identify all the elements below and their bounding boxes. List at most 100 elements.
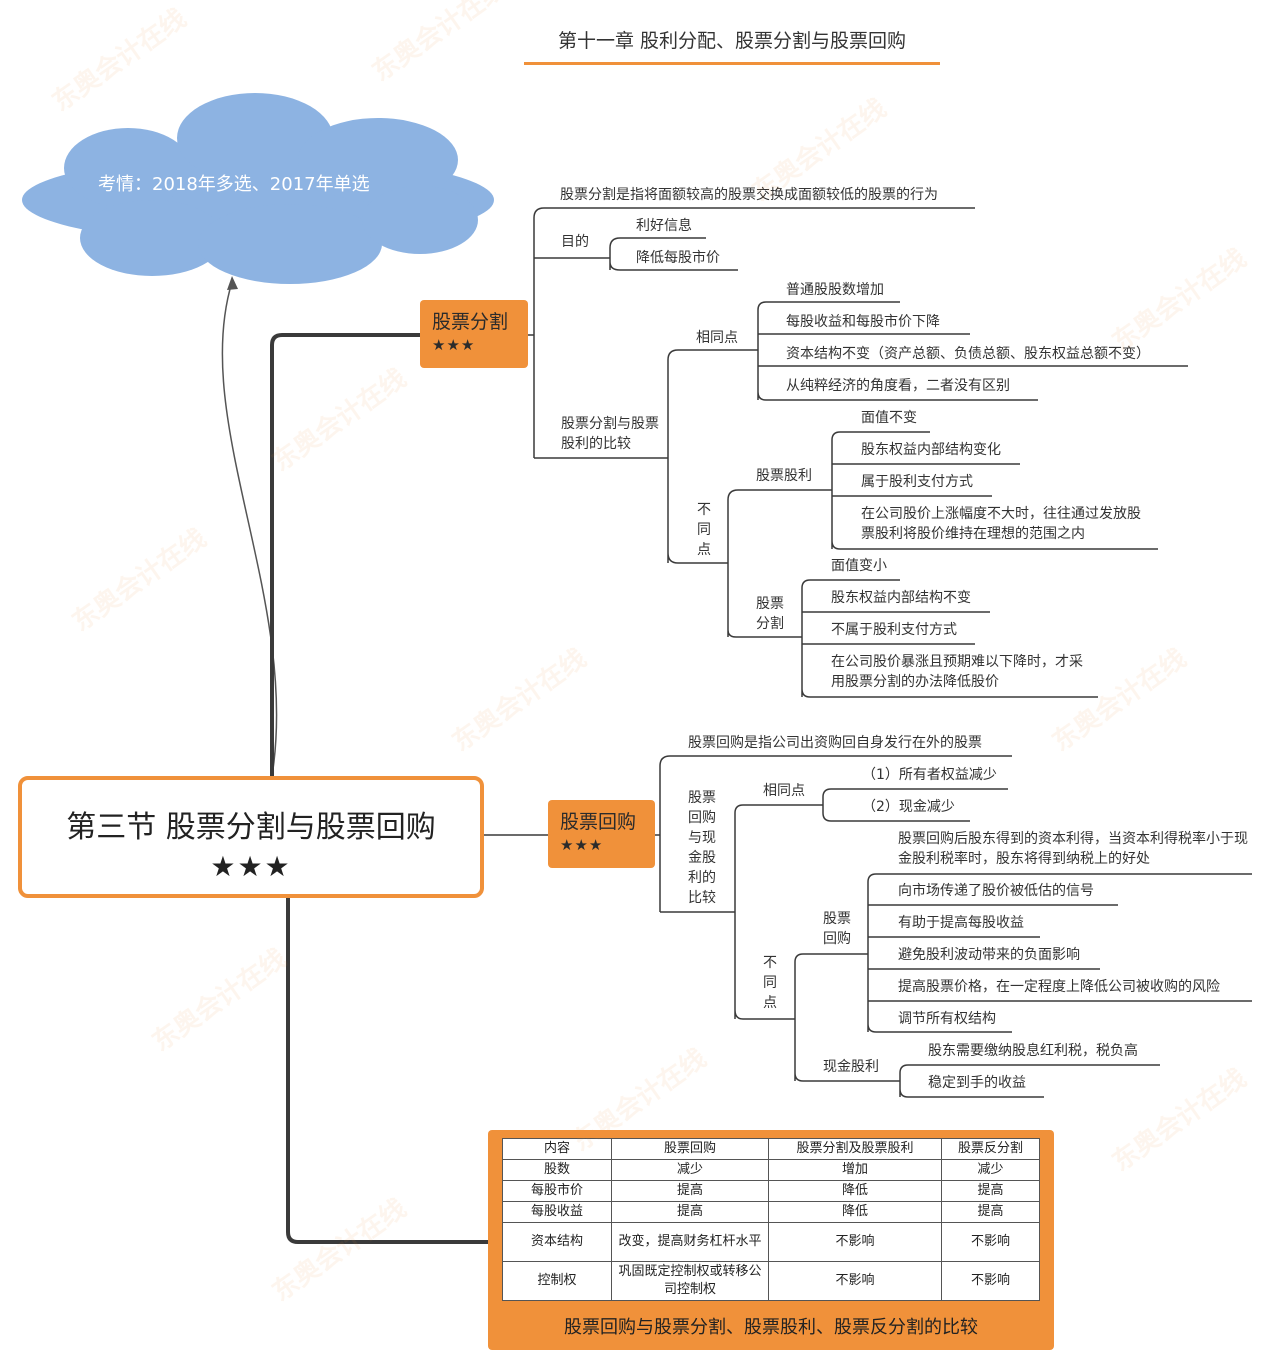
- table-cell: 股数: [502, 1159, 612, 1181]
- split-comparison-connector: [534, 349, 758, 564]
- repurchase-advantage-item: 向市场传递了股价被低估的信号: [898, 883, 1094, 899]
- split-purpose-item: 降低每股市价: [636, 250, 720, 266]
- chapter-title: 第十一章 股利分配、股票分割与股票回购: [557, 30, 907, 52]
- stock-split-item: 面值变小: [831, 558, 887, 574]
- cash-dividend-label: 现金股利: [823, 1059, 879, 1075]
- repurchase-comparison-label: 股票回购与现金股利的比较: [688, 790, 716, 906]
- trunk-down-line: [286, 898, 488, 1244]
- stock-split-item: 股东权益内部结构不变: [831, 590, 971, 606]
- repurchase-connector: [655, 755, 1012, 912]
- table-cell: 不影响: [941, 1222, 1040, 1262]
- stock-dividend-item: 股东权益内部结构变化: [861, 442, 1001, 458]
- cash-dividend-item: 稳定到手的收益: [928, 1075, 1026, 1091]
- repurchase-advantage-item: 有助于提高每股收益: [898, 915, 1024, 931]
- stock-dividend-item: 面值不变: [861, 410, 917, 426]
- repurchase-advantages-label: 股票回购: [823, 911, 851, 947]
- table-header-cell: 股票回购: [611, 1138, 769, 1160]
- root-title: 第三节 股票分割与股票回购: [66, 810, 436, 845]
- table-caption: 股票回购与股票分割、股票股利、股票反分割的比较: [564, 1317, 978, 1338]
- split-connector: [528, 207, 975, 458]
- repurchase-same-item: （2）现金减少: [862, 799, 955, 815]
- root-stars: ★★★: [210, 850, 292, 883]
- split-same-item: 从纯粹经济的角度看，二者没有区别: [786, 378, 1010, 394]
- split-purpose-connector: [534, 237, 738, 271]
- table-cell: 降低: [768, 1180, 942, 1202]
- stock-split-item: 不属于股利支付方式: [831, 622, 957, 638]
- repurchase-stars: ★★★: [560, 836, 604, 854]
- chapter-title-underline: [524, 62, 940, 65]
- table-row: 控制权 巩固既定控制权或转移公司控制权 不影响 不影响: [502, 1261, 1040, 1301]
- table-cell: 增加: [768, 1159, 942, 1181]
- repurchase-advantage-item: 提高股票价格，在一定程度上降低公司被收购的风险: [898, 979, 1220, 995]
- table-cell: 不影响: [768, 1261, 942, 1301]
- split-same-item: 普通股股数增加: [786, 282, 884, 298]
- table-cell: 提高: [611, 1201, 769, 1223]
- stock-split-item: 在公司股价暴涨且预期难以下降时，才采用股票分割的办法降低股价: [831, 654, 1083, 690]
- trunk-line: [270, 333, 420, 776]
- root-node[interactable]: 第三节 股票分割与股票回购 ★★★: [18, 776, 484, 898]
- table-cell: 控制权: [502, 1261, 612, 1301]
- split-same-item: 资本结构不变（资产总额、负债总额、股东权益总额不变）: [786, 346, 1150, 362]
- exam-info-text: 考情：2018年多选、2017年单选: [98, 174, 370, 195]
- repurchase-advantages-connector: [867, 873, 1252, 1033]
- split-same-label: 相同点: [696, 330, 738, 346]
- table-cell: 不影响: [941, 1261, 1040, 1301]
- split-label: 股票分割: [432, 311, 509, 333]
- split-same-connector: [757, 301, 1188, 401]
- table-row: 资本结构 改变，提高财务杠杆水平 不影响 不影响: [502, 1222, 1040, 1262]
- stock-dividend-item: 在公司股价上涨幅度不大时，往往通过发放股票股利将股价维持在理想的范围之内: [861, 506, 1141, 542]
- stock-dividend-connector: [831, 431, 1158, 550]
- table-cell: 不影响: [768, 1222, 942, 1262]
- stock-dividend-item: 属于股利支付方式: [861, 474, 973, 490]
- stock-dividend-label: 股票股利: [756, 468, 812, 484]
- repurchase-advantage-item: 避免股利波动带来的负面影响: [898, 947, 1080, 963]
- table-row: 每股市价 提高 降低 提高: [502, 1180, 1040, 1202]
- repurchase-comparison-connector: [660, 804, 823, 1020]
- comparison-table-box: 内容 股票回购 股票分割及股票股利 股票反分割 股数 减少 增加 减少 每股市价…: [488, 1130, 1054, 1350]
- repurchase-diff-connector: [794, 953, 900, 1082]
- table-row: 股数 减少 增加 减少: [502, 1159, 1040, 1181]
- table-header-cell: 股票反分割: [941, 1138, 1040, 1160]
- repurchase-node[interactable]: 股票回购 ★★★: [548, 800, 655, 868]
- repurchase-diff-label: 不同点: [763, 955, 777, 1011]
- table-cell: 减少: [941, 1159, 1040, 1181]
- table-row: 每股收益 提高 降低 提高: [502, 1201, 1040, 1223]
- split-definition: 股票分割是指将面额较高的股票交换成面额较低的股票的行为: [560, 187, 938, 203]
- split-stars: ★★★: [432, 336, 476, 354]
- table-cell: 每股收益: [502, 1201, 612, 1223]
- repurchase-label: 股票回购: [560, 811, 637, 833]
- split-same-item: 每股收益和每股市价下降: [786, 314, 940, 330]
- table-cell: 改变，提高财务杠杆水平: [611, 1222, 769, 1262]
- repurchase-same-connector: [822, 788, 1008, 822]
- repurchase-definition: 股票回购是指公司出资购回自身发行在外的股票: [688, 735, 982, 751]
- split-purpose-item: 利好信息: [636, 218, 692, 234]
- table-cell: 提高: [941, 1201, 1040, 1223]
- cloud-shape: [22, 93, 494, 284]
- table-cell: 提高: [941, 1180, 1040, 1202]
- table-cell: 减少: [611, 1159, 769, 1181]
- split-node[interactable]: 股票分割 ★★★: [420, 300, 528, 368]
- repurchase-advantage-item: 调节所有权结构: [898, 1011, 996, 1027]
- repurchase-same-label: 相同点: [763, 783, 805, 799]
- split-purpose-label: 目的: [561, 234, 589, 250]
- cloud-arrow-line: [221, 281, 278, 777]
- stock-split-connector: [801, 579, 1098, 698]
- table-header-row: 内容 股票回购 股票分割及股票股利 股票反分割: [502, 1138, 1040, 1160]
- table-cell: 提高: [611, 1180, 769, 1202]
- cash-dividend-connector: [899, 1064, 1160, 1098]
- table-cell: 资本结构: [502, 1222, 612, 1262]
- cloud-arrow-head: [227, 276, 238, 290]
- cash-dividend-item: 股东需要缴纳股息红利税，税负高: [928, 1043, 1138, 1059]
- split-diff-label: 不同点: [697, 502, 711, 558]
- table-cell: 降低: [768, 1201, 942, 1223]
- comparison-table: 内容 股票回购 股票分割及股票股利 股票反分割 股数 减少 增加 减少 每股市价…: [502, 1138, 1040, 1301]
- split-comparison-label: 股票分割与股票股利的比较: [561, 416, 659, 452]
- table-cell: 巩固既定控制权或转移公司控制权: [611, 1261, 769, 1301]
- split-diff-connector: [727, 489, 832, 638]
- repurchase-advantage-item: 股票回购后股东得到的资本利得，当资本利得税率小于现金股利税率时，股东将得到纳税上…: [898, 831, 1248, 867]
- table-cell: 每股市价: [502, 1180, 612, 1202]
- repurchase-same-item: （1）所有者权益减少: [862, 767, 997, 783]
- table-header-cell: 股票分割及股票股利: [768, 1138, 942, 1160]
- stock-split-label: 股票分割: [756, 596, 784, 632]
